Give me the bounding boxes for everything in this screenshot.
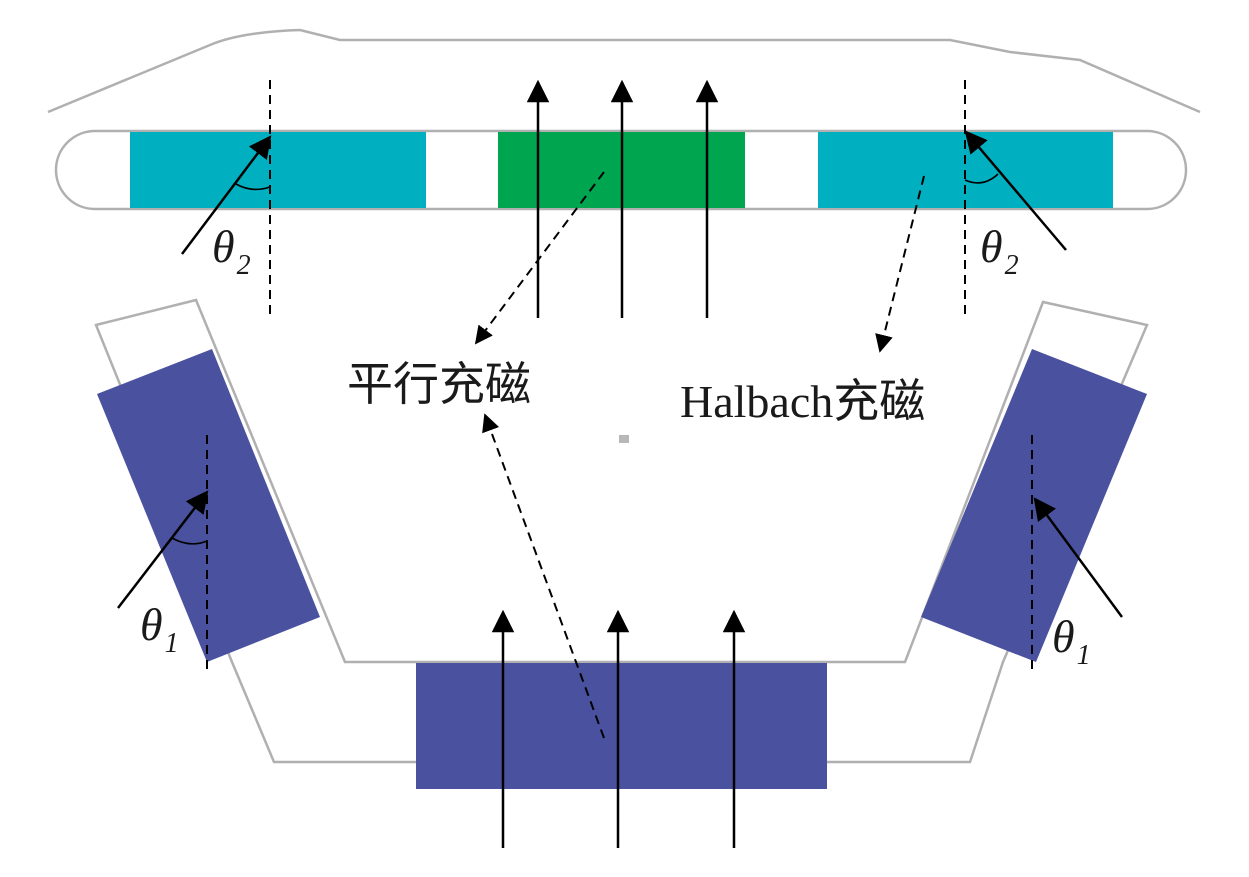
angled-arrow-lower-right: [1033, 497, 1124, 618]
leader-halbach: [875, 175, 925, 353]
angle-arc-lower-left: [171, 537, 208, 545]
theta2-left: θ2: [212, 221, 251, 281]
lower-left-tilted-magnet: [97, 349, 320, 662]
leader-parallel-from-bottom: [482, 413, 605, 739]
lower-center-magnet: [416, 663, 827, 789]
angled-arrow-upper-right: [964, 130, 1067, 251]
angle-arc-upper-right: [964, 173, 999, 184]
label-parallel-magnetization: 平行充磁: [347, 357, 531, 411]
label-halbach-magnetization: Halbach充磁: [680, 376, 925, 427]
angle-arc-upper-left: [235, 183, 271, 191]
theta2-right: θ2: [980, 221, 1019, 281]
theta1-right: θ1: [1052, 611, 1091, 671]
lower-right-tilted-magnet: [921, 349, 1147, 662]
angled-arrow-lower-left: [117, 490, 209, 609]
upper-track-curve: [47, 28, 1201, 114]
theta1-left: θ1: [140, 599, 179, 659]
center-marker: [619, 435, 629, 443]
leader-parallel-from-top: [474, 171, 605, 345]
upper-left-halbach-magnet: [130, 132, 426, 208]
angled-arrow-upper-left: [181, 135, 272, 255]
